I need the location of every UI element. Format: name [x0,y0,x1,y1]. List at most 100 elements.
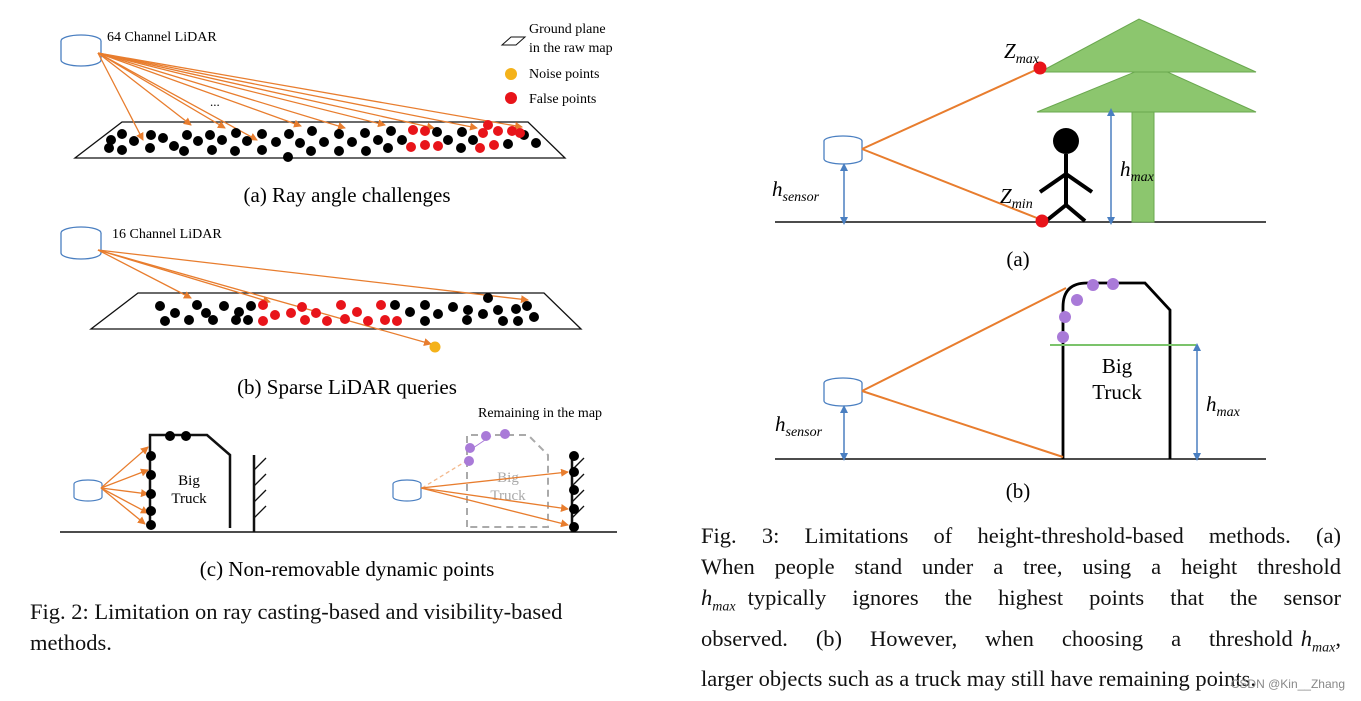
scan-point [179,146,189,156]
sensor-label: 16 Channel LiDAR [112,227,222,242]
scan-point [117,129,127,139]
fig3-caption-line: When people stand under a tree, using a … [701,554,1341,579]
remaining-point [1071,294,1083,306]
legend: Ground plane in the raw map Noise points… [500,22,613,107]
scan-point [257,145,267,155]
fig2-panel-a: 64 Channel LiDAR ... (a) Ray angle chall… [60,30,567,207]
fig3-caption-line: observed. (b) However, when choosing a t… [701,623,1341,664]
annotation-pointer [469,435,492,451]
fig2-caption-line: Fig. 2: Limitation on ray casting-based … [30,599,563,624]
ray-line [97,249,432,346]
fig3-panel-a: Zmax Zmin hmax hsensor (a) [772,18,1266,271]
scan-point [383,143,393,153]
remaining-label: Remaining in the map [478,406,602,421]
scan-point [433,309,443,319]
scan-point [145,143,155,153]
inline-math: hmax, [1300,625,1341,656]
scan-point [456,143,466,153]
scan-point [498,316,508,326]
scan-point [146,520,156,530]
scan-point [361,146,371,156]
fig2-caption-line: methods. [30,630,112,655]
ray-line [100,468,149,489]
ray-line [100,446,149,489]
ray-line [420,487,569,528]
scan-point [420,126,430,136]
scan-point [429,341,441,353]
scan-point [390,300,400,310]
scan-point [297,302,307,312]
scan-point [569,522,579,532]
z-max-point [1033,61,1047,75]
ray-line [100,487,149,514]
scan-point [295,138,305,148]
h-max-label: hmax [1120,157,1155,185]
ray-line [100,487,149,498]
scan-point [334,129,344,139]
fig3-caption: Fig. 3: Limitations of height-threshold-… [701,520,1341,694]
ray-line [97,52,478,131]
scan-point [511,304,521,314]
ray-line [420,487,569,512]
scan-point [306,146,316,156]
scan-point [481,431,491,441]
ray-line [97,52,346,130]
ray-lower [861,390,1064,458]
scan-point [182,130,192,140]
truck-label-1: Big [178,473,200,489]
scan-point [405,307,415,317]
scan-point [531,138,541,148]
remaining-points [1057,278,1119,343]
scan-point [360,128,370,138]
scan-point [489,140,499,150]
legend-ground-plane-1: Ground plane [529,22,606,37]
scan-point [231,315,241,325]
caption-c: (c) Non-removable dynamic points [200,557,495,581]
scan-point [311,308,321,318]
ray-line [100,487,146,525]
scan-point [380,315,390,325]
inline-math: hmax [701,585,736,615]
scan-point [207,145,217,155]
ray-line [97,52,523,130]
ray-line [97,52,435,131]
scan-point [493,305,503,315]
truck-ghost-label-2: Truck [490,488,526,504]
scan-point [483,293,493,303]
scan-point [193,136,203,146]
scan-point [283,152,293,162]
scan-points [104,120,541,162]
rays [100,446,149,525]
ground-plane-icon [500,36,527,46]
z-min-label: Zmin [1000,184,1033,212]
ray-line [97,52,386,128]
scan-point [146,451,156,461]
lidar-sensor-icon [60,226,102,260]
legend-ground-plane-2: in the raw map [529,41,613,56]
scan-point [448,302,458,312]
scan-point [500,429,510,439]
scan-point [529,312,539,322]
scan-point [420,140,430,150]
scan-point [165,431,175,441]
caption-a: (a) Ray angle challenges [244,183,451,207]
lidar-sensor-icon [60,34,102,67]
scan-point [146,470,156,480]
h-sensor-label: hsensor [772,177,820,205]
scan-point [192,300,202,310]
scan-point [569,467,579,477]
scan-point [271,137,281,147]
scan-point [219,301,229,311]
scan-point [569,485,579,495]
remaining-point [1059,311,1071,323]
watermark: CSDN @Kin__Zhang [1230,677,1345,691]
ray-line [97,52,226,129]
scan-point [433,141,443,151]
scan-point [217,135,227,145]
scan-point [513,316,523,326]
scan-point [155,301,165,311]
ray-lower [861,148,1043,221]
ray-upper [861,67,1041,150]
scan-point [457,127,467,137]
